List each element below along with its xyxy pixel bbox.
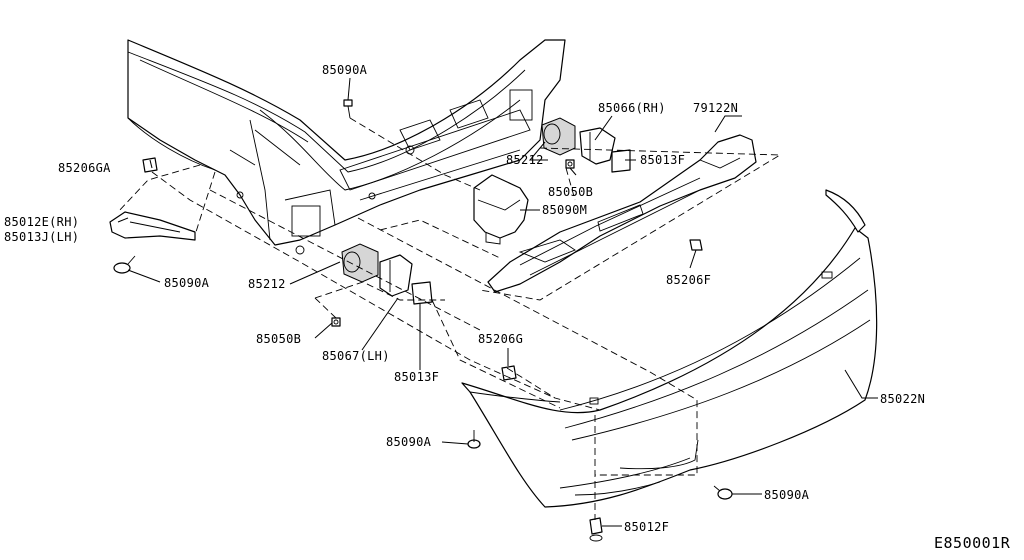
- sensor-upper: [541, 117, 576, 156]
- bolt-85090a-top: [343, 99, 353, 119]
- bolt-85090a-left: [113, 255, 136, 274]
- label-85013f-lower: 85013F: [394, 370, 439, 384]
- sensor-bracket-rh: [579, 127, 616, 165]
- label-85013f-upper: 85013F: [640, 153, 685, 167]
- label-85090a-left: 85090A: [164, 276, 210, 290]
- label-85090a-right: 85090A: [764, 488, 810, 502]
- clip-85012f: [589, 517, 603, 542]
- part-labels: 85090A 85066(RH) 79122N 85206GA 85212 85…: [4, 63, 1011, 552]
- sensor-lower: [341, 243, 379, 283]
- rear-body-panel: [127, 39, 566, 255]
- label-85212-upper: 85212: [506, 153, 544, 167]
- label-85013j-lh: 85013J(LH): [4, 230, 79, 244]
- side-bracket: [109, 211, 196, 241]
- label-85022n: 85022N: [880, 392, 925, 406]
- clip-85206ga: [142, 157, 158, 173]
- label-85012e-rh: 85012E(RH): [4, 215, 79, 229]
- label-85066-rh: 85066(RH): [598, 101, 666, 115]
- sensor-pad-lower: [411, 281, 433, 305]
- diagram-code: E850001R: [934, 534, 1011, 552]
- label-85012f: 85012F: [624, 520, 669, 534]
- rear-bumper-fascia: [461, 189, 878, 508]
- bracket-85090m: [473, 174, 529, 245]
- label-85067-lh: 85067(LH): [322, 349, 390, 363]
- screw-85050b-lower: [331, 317, 341, 327]
- clip-85206f: [689, 239, 703, 251]
- screw-85050b-upper: [565, 159, 575, 169]
- bolt-85090a-bottom: [467, 430, 481, 449]
- label-85212-lower: 85212: [248, 277, 286, 291]
- sensor-pad-upper: [611, 149, 631, 173]
- assembly-lines: [117, 117, 782, 520]
- label-85090a-bottom: 85090A: [386, 435, 432, 449]
- bolt-85090a-right: [713, 485, 733, 500]
- leader-lines: [117, 77, 878, 527]
- bumper-reinforcement: [487, 134, 757, 293]
- label-85090a-top: 85090A: [322, 63, 368, 77]
- label-85206g: 85206G: [478, 332, 523, 346]
- label-79122n: 79122N: [693, 101, 738, 115]
- label-85090m: 85090M: [542, 203, 587, 217]
- sensor-bracket-lh: [379, 254, 413, 297]
- clip-85206g: [501, 365, 517, 381]
- label-85206f: 85206F: [666, 273, 711, 287]
- label-85206ga: 85206GA: [58, 161, 111, 175]
- label-85050b-upper: 85050B: [548, 185, 593, 199]
- label-85050b-lower: 85050B: [256, 332, 301, 346]
